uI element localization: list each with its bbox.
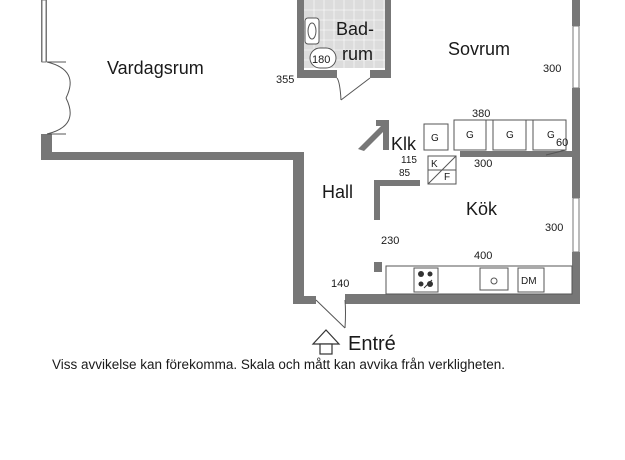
fixture-g-2: G (506, 130, 514, 141)
room-label-badrum-2: rum (342, 44, 373, 64)
fixture-g-3: G (547, 130, 555, 141)
bath-door (336, 77, 371, 101)
dim-300-mid: 300 (474, 158, 492, 170)
dishwasher-box (517, 267, 545, 293)
wall-bath-right (385, 0, 391, 78)
dim-300-kok: 300 (545, 222, 563, 234)
closet-g-box (423, 123, 449, 151)
window-kok-right (572, 197, 580, 253)
walls (41, 0, 580, 304)
windows (41, 0, 580, 253)
living-door (46, 61, 71, 135)
wall-bottom-right (345, 294, 580, 304)
wall-right-top (572, 0, 580, 26)
fixture-g-1: G (466, 130, 474, 141)
dim-60: 60 (556, 137, 568, 149)
room-label-hall: Hall (322, 182, 353, 202)
kitchen-sink (479, 267, 509, 291)
bath-sink-bowl (307, 22, 317, 40)
dim-180: 180 (312, 54, 330, 66)
kitchen-counter (385, 265, 573, 295)
dim-300-sovrum: 300 (543, 63, 561, 75)
wall-hall-kitchen-h (374, 180, 420, 186)
dim-115: 115 (401, 155, 417, 166)
wall-hall-kitchen-v (374, 180, 380, 220)
room-label-klk: Klk (391, 134, 417, 154)
disclaimer-text: Viss avvikelse kan förekomma. Skala och … (52, 357, 505, 372)
wall-right-mid1 (572, 88, 580, 198)
room-label-badrum-1: Bad- (336, 19, 374, 39)
entrance-door (315, 299, 346, 329)
wall-bath-bottom-right (370, 70, 391, 78)
fixture-g-closet: G (431, 133, 439, 144)
wall-bath-bottom-left (297, 70, 337, 78)
entrance-arrow-stem (319, 343, 333, 355)
room-label-vardagsrum: Vardagsrum (107, 58, 204, 78)
window-left (41, 0, 47, 63)
wall-kitchen-stub (374, 262, 382, 272)
wardrobes (453, 119, 567, 156)
stove (413, 267, 439, 293)
wall-living-bottom (41, 152, 304, 160)
fridge-freezer (427, 155, 457, 185)
wall-sovrum-kok (460, 151, 572, 157)
wall-left-lower (41, 134, 52, 158)
dim-380: 380 (472, 108, 490, 120)
dim-85: 85 (399, 168, 411, 179)
dim-355: 355 (276, 74, 294, 86)
wall-bottom-left (293, 296, 316, 304)
window-sovrum-right (572, 25, 580, 89)
entrance-arrow (311, 329, 341, 345)
dim-230: 230 (381, 235, 399, 247)
wall-closet-top (376, 120, 388, 126)
bath-shower (309, 47, 337, 69)
room-label-sovrum: Sovrum (448, 39, 510, 59)
dim-140: 140 (331, 278, 349, 290)
wall-hall-left (293, 152, 304, 304)
bath-fixtures (304, 17, 337, 69)
fixture-dm: DM (521, 276, 537, 287)
fixture-k: K (431, 159, 438, 170)
fixture-f: F (444, 172, 450, 183)
sink-drain (490, 277, 498, 285)
entrance-label: Entré (348, 333, 396, 355)
room-label-kok: Kök (466, 199, 498, 219)
wall-bath-left (297, 0, 304, 78)
stove-burners (418, 271, 433, 287)
wall-closet-diagonal (358, 123, 388, 151)
wall-closet-right (383, 120, 389, 150)
wall-right-mid2 (572, 252, 580, 304)
dim-400: 400 (474, 250, 492, 262)
